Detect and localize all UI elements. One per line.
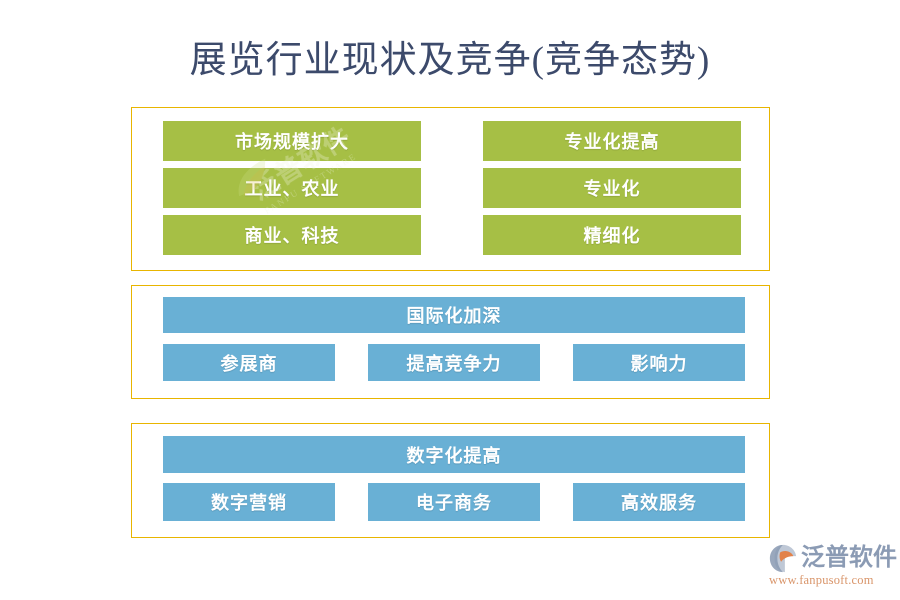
logo-url: www.fanpusoft.com	[769, 573, 874, 587]
box-efficient-service[interactable]: 高效服务	[573, 483, 745, 521]
brand-logo[interactable]: 泛普软件 www.fanpusoft.com	[768, 543, 897, 591]
section-container-3	[131, 423, 770, 538]
box-specialization-improvement[interactable]: 专业化提高	[483, 121, 741, 161]
box-refinement[interactable]: 精细化	[483, 215, 741, 255]
box-industry-agriculture[interactable]: 工业、农业	[163, 168, 421, 208]
box-specialization[interactable]: 专业化	[483, 168, 741, 208]
section-container-1	[131, 107, 770, 271]
box-improve-competitiveness[interactable]: 提高竞争力	[368, 344, 540, 381]
logo-name: 泛普软件	[801, 545, 897, 571]
section-container-2	[131, 285, 770, 399]
box-influence[interactable]: 影响力	[573, 344, 745, 381]
box-digital-marketing[interactable]: 数字营销	[163, 483, 335, 521]
page-title: 展览行业现状及竞争(竞争态势)	[189, 40, 711, 81]
box-commerce-technology[interactable]: 商业、科技	[163, 215, 421, 255]
box-e-commerce[interactable]: 电子商务	[368, 483, 540, 521]
box-digitalization-header[interactable]: 数字化提高	[163, 436, 745, 473]
fanpu-logo-icon	[769, 544, 797, 573]
box-market-scale-expansion[interactable]: 市场规模扩大	[163, 121, 421, 161]
logo-row: 泛普软件	[768, 543, 897, 573]
box-internationalization-header[interactable]: 国际化加深	[163, 297, 745, 333]
box-exhibitors[interactable]: 参展商	[163, 344, 335, 381]
